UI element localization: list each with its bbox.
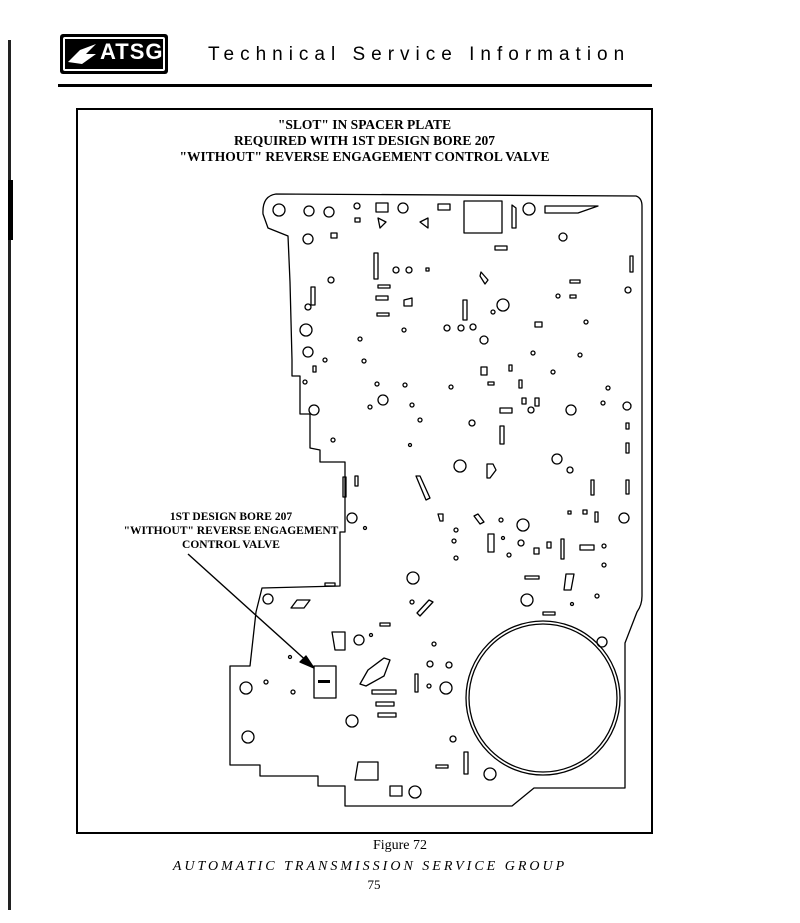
caption-line-1: "SLOT" IN SPACER PLATE xyxy=(277,117,452,132)
caption-line-2: REQUIRED WITH 1ST DESIGN BORE 207 xyxy=(234,133,495,148)
callout-line-2: "WITHOUT" REVERSE ENGAGEMENT xyxy=(123,525,339,537)
callout-line-3: CONTROL VALVE xyxy=(182,539,280,551)
large-bore xyxy=(468,623,618,773)
figure-label: Figure 72 xyxy=(372,838,428,853)
page-number: 75 xyxy=(367,877,381,892)
callout-label: 1ST DESIGN BORE 207 "WITHOUT" REVERSE EN… xyxy=(76,510,386,552)
scan-edge xyxy=(8,40,11,910)
footer-organization: AUTOMATIC TRANSMISSION SERVICE GROUP xyxy=(172,859,568,874)
page-title: Technical Service Information xyxy=(208,44,631,65)
slot-bore-207 xyxy=(313,665,337,699)
callout-leader xyxy=(187,553,311,665)
callout-line-1: 1ST DESIGN BORE 207 xyxy=(169,511,293,523)
logo-text: ATSG xyxy=(100,39,164,64)
atsg-logo-icon: ATSG xyxy=(60,34,168,74)
header-divider xyxy=(58,84,652,87)
figure-caption: "SLOT" IN SPACER PLATE REQUIRED WITH 1ST… xyxy=(76,117,653,165)
figure-frame xyxy=(76,108,653,834)
caption-line-3: "WITHOUT" REVERSE ENGAGEMENT CONTROL VAL… xyxy=(179,149,550,164)
scan-edge-mark xyxy=(8,180,13,240)
spacer-plate-outline xyxy=(229,193,643,807)
logo-swoosh-icon xyxy=(68,44,96,64)
callout-arrowhead xyxy=(299,655,315,669)
